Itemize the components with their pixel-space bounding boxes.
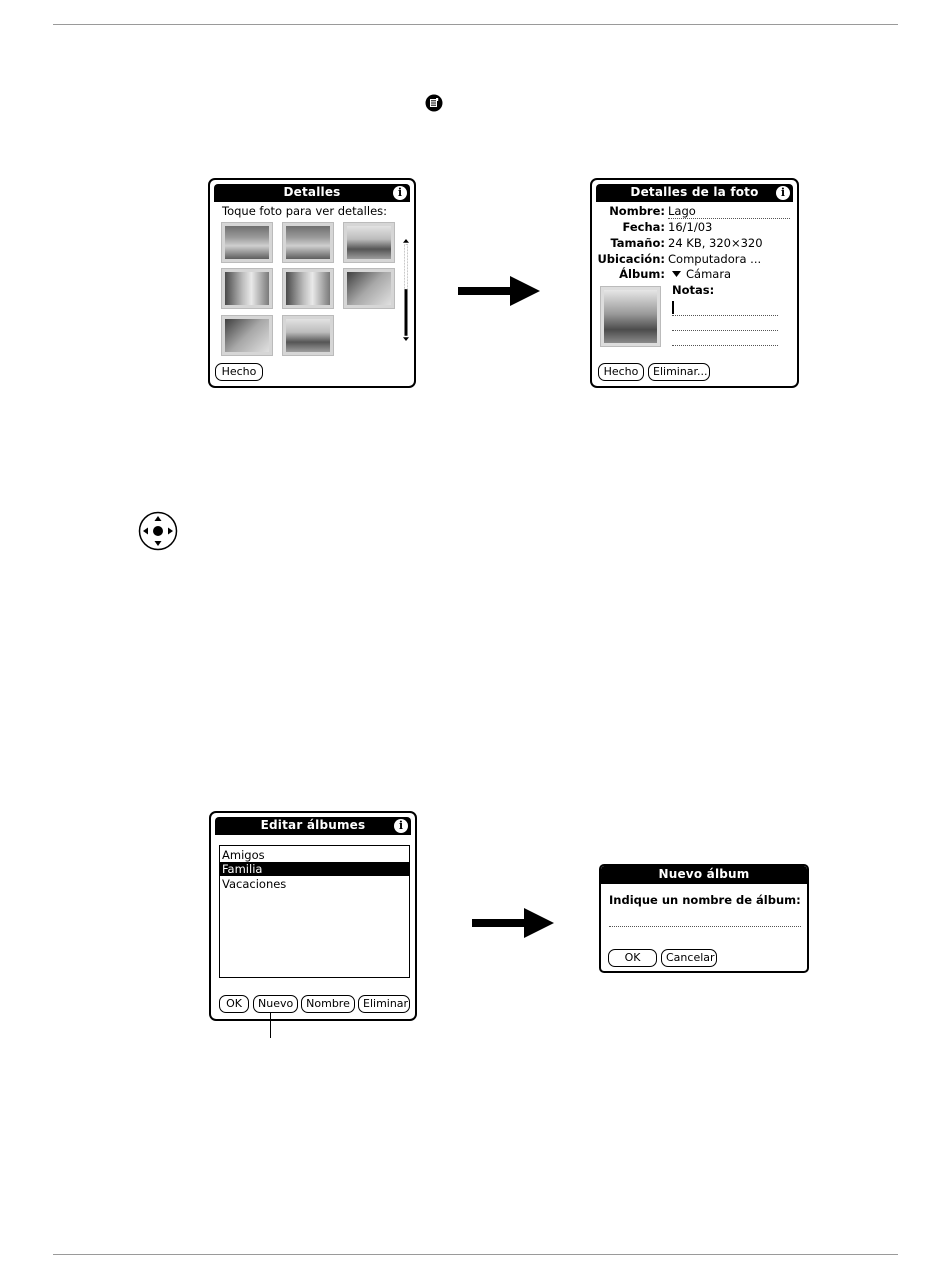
- done-button[interactable]: Hecho: [215, 363, 263, 381]
- delete-button[interactable]: Eliminar...: [648, 363, 710, 381]
- album-value: Cámara: [686, 267, 732, 281]
- bottom-rule: [53, 1254, 898, 1255]
- detalles-screen: Detalles i Toque foto para ver detalles:…: [208, 178, 416, 388]
- delete-button[interactable]: Eliminar: [358, 995, 410, 1013]
- top-rule: [53, 24, 898, 25]
- new-button[interactable]: Nuevo: [253, 995, 298, 1013]
- photo-preview: [600, 286, 661, 347]
- ok-button[interactable]: OK: [608, 949, 657, 967]
- done-button[interactable]: Hecho: [598, 363, 644, 381]
- location-value: Computadora ...: [668, 252, 762, 266]
- album-label: Álbum:: [619, 267, 665, 281]
- list-item-selected[interactable]: Familia: [220, 862, 409, 876]
- detalles-title: Detalles: [283, 185, 341, 199]
- photo-thumbnail[interactable]: [343, 268, 395, 309]
- menu-icon: [425, 94, 443, 112]
- date-label: Fecha:: [622, 220, 665, 234]
- photo-details-titlebar: Detalles de la foto i: [596, 184, 793, 202]
- name-underline: [668, 218, 790, 219]
- triangle-down-icon: [672, 271, 681, 277]
- cancel-button[interactable]: Cancelar: [661, 949, 717, 967]
- arrow-right-icon: [472, 908, 554, 938]
- list-item[interactable]: Amigos: [222, 848, 265, 862]
- navigator-icon: [138, 511, 178, 551]
- photo-details-screen: Detalles de la foto i Nombre: Lago Fecha…: [590, 178, 799, 388]
- rename-button[interactable]: Nombre: [301, 995, 355, 1013]
- date-value: 16/1/03: [668, 220, 713, 234]
- arrow-right-icon: [458, 276, 540, 306]
- photo-thumbnail[interactable]: [282, 222, 334, 263]
- detalles-instruction: Toque foto para ver detalles:: [222, 204, 388, 218]
- size-label: Tamaño:: [610, 236, 665, 250]
- size-value: 24 KB, 320×320: [668, 236, 763, 250]
- new-album-dialog: Nuevo álbum Indique un nombre de álbum: …: [599, 864, 809, 973]
- edit-albums-screen: Editar álbumes i Amigos Familia Vacacion…: [209, 811, 417, 1021]
- album-list[interactable]: Amigos Familia Vacaciones: [219, 845, 410, 978]
- ok-button[interactable]: OK: [219, 995, 249, 1013]
- photo-thumbnail[interactable]: [282, 315, 334, 356]
- album-name-input[interactable]: [609, 926, 801, 927]
- photo-thumbnail[interactable]: [221, 268, 273, 309]
- photo-details-title: Detalles de la foto: [630, 185, 759, 199]
- detalles-titlebar: Detalles i: [214, 184, 410, 202]
- name-label: Nombre:: [609, 204, 665, 218]
- callout-line: [270, 1013, 271, 1038]
- photo-thumbnail[interactable]: [282, 268, 334, 309]
- text-cursor: [672, 301, 674, 314]
- info-icon[interactable]: i: [776, 186, 790, 200]
- new-album-prompt: Indique un nombre de álbum:: [609, 893, 801, 907]
- photo-thumbnail[interactable]: [221, 222, 273, 263]
- edit-albums-title: Editar álbumes: [260, 818, 366, 832]
- info-icon[interactable]: i: [393, 186, 407, 200]
- notes-label: Notas:: [672, 283, 715, 297]
- location-label: Ubicación:: [597, 252, 665, 266]
- new-album-title: Nuevo álbum: [658, 867, 750, 881]
- new-album-titlebar: Nuevo álbum: [601, 866, 807, 884]
- photo-thumbnail[interactable]: [343, 222, 395, 263]
- notes-field[interactable]: [672, 299, 780, 347]
- name-value[interactable]: Lago: [668, 204, 696, 218]
- photo-thumbnail[interactable]: [221, 315, 273, 356]
- info-icon[interactable]: i: [394, 819, 408, 833]
- list-item[interactable]: Vacaciones: [222, 877, 287, 891]
- edit-albums-titlebar: Editar álbumes i: [215, 817, 411, 835]
- scrollbar[interactable]: [403, 222, 409, 358]
